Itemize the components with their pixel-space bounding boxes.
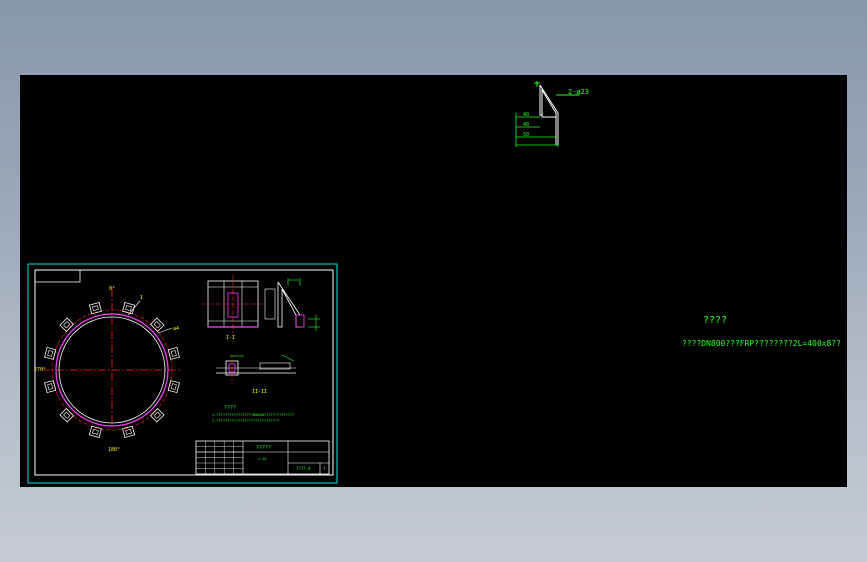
lug-bracket-hole bbox=[125, 305, 132, 312]
angle-left-label: 270° bbox=[34, 367, 46, 373]
notes-title: ???? bbox=[224, 405, 236, 411]
lug-bracket bbox=[122, 425, 136, 438]
title-block-sheet: 1 bbox=[323, 466, 326, 471]
lug-bracket-hole bbox=[47, 383, 54, 390]
lug-bracket bbox=[59, 317, 75, 333]
bracket-detail: 2-ø23 40 40 50 bbox=[515, 81, 589, 147]
bracket-side-view bbox=[277, 278, 320, 331]
title-block-code: 1:10 bbox=[258, 457, 266, 461]
note-title: ???? bbox=[703, 315, 728, 326]
lug-bracket bbox=[59, 407, 75, 423]
cad-drawing: 2-ø23 40 40 50 0° bbox=[27, 81, 589, 484]
section-label-1: I-I bbox=[226, 335, 235, 341]
drawing-sheet[interactable]: 0° 270° 180° 1 a4 I-I bbox=[27, 263, 338, 484]
lug-bracket-hole bbox=[63, 321, 71, 329]
dim-1: 40 bbox=[523, 112, 529, 118]
lug-bracket-hole bbox=[92, 305, 99, 312]
technical-notes: ???? 1.?????????????????DN800???????????… bbox=[212, 405, 294, 423]
section-1-1: I-I bbox=[202, 275, 276, 341]
notes-line-2: 2.????????????????????????????? bbox=[212, 419, 279, 423]
angle-bottom-label: 180° bbox=[108, 447, 120, 453]
lug-bracket-hole bbox=[63, 411, 71, 419]
lug-bracket bbox=[44, 380, 57, 394]
lug-bracket bbox=[44, 346, 57, 360]
lug-bracket-hole bbox=[170, 350, 177, 357]
dim-3: 50 bbox=[523, 132, 529, 138]
title-block-grid bbox=[196, 441, 243, 474]
lug-bracket-hole bbox=[125, 428, 132, 435]
lug-bracket bbox=[149, 317, 165, 333]
section-2-2: II-II bbox=[216, 354, 296, 395]
lug-bracket bbox=[88, 425, 102, 438]
leader-2: a4 bbox=[173, 326, 179, 332]
lug-brackets bbox=[44, 302, 180, 438]
lug-bracket bbox=[167, 380, 180, 394]
title-block-name: ????? bbox=[256, 445, 271, 451]
lug-bracket-hole bbox=[92, 428, 99, 435]
title-block: ????? 1:10 ????-A 1 bbox=[195, 440, 330, 475]
hole-label: 2-ø23 bbox=[568, 88, 589, 96]
angle-top-label: 0° bbox=[109, 286, 115, 292]
lug-bracket-hole bbox=[153, 321, 161, 329]
lug-bracket-hole bbox=[170, 383, 177, 390]
title-block-no: ????-A bbox=[296, 466, 311, 471]
lug-bracket-hole bbox=[47, 350, 54, 357]
dim-2: 40 bbox=[523, 122, 529, 128]
lug-bracket bbox=[149, 407, 165, 423]
notes-line-1: 1.?????????????????DN800?????????????? bbox=[212, 413, 294, 417]
lug-bracket bbox=[88, 302, 102, 315]
leader-1: 1 bbox=[140, 295, 143, 301]
lug-bracket bbox=[167, 346, 180, 360]
lug-bracket bbox=[122, 302, 136, 315]
ring-plan-view: 0° 270° 180° 1 a4 bbox=[34, 286, 182, 453]
section-label-2: II-II bbox=[252, 389, 267, 395]
cad-model-space[interactable]: 2-ø23 40 40 50 0° bbox=[20, 75, 847, 487]
note-body: ????DN800???FRP????????2L=400x8?? bbox=[682, 339, 841, 348]
lug-bracket-hole bbox=[153, 411, 161, 419]
